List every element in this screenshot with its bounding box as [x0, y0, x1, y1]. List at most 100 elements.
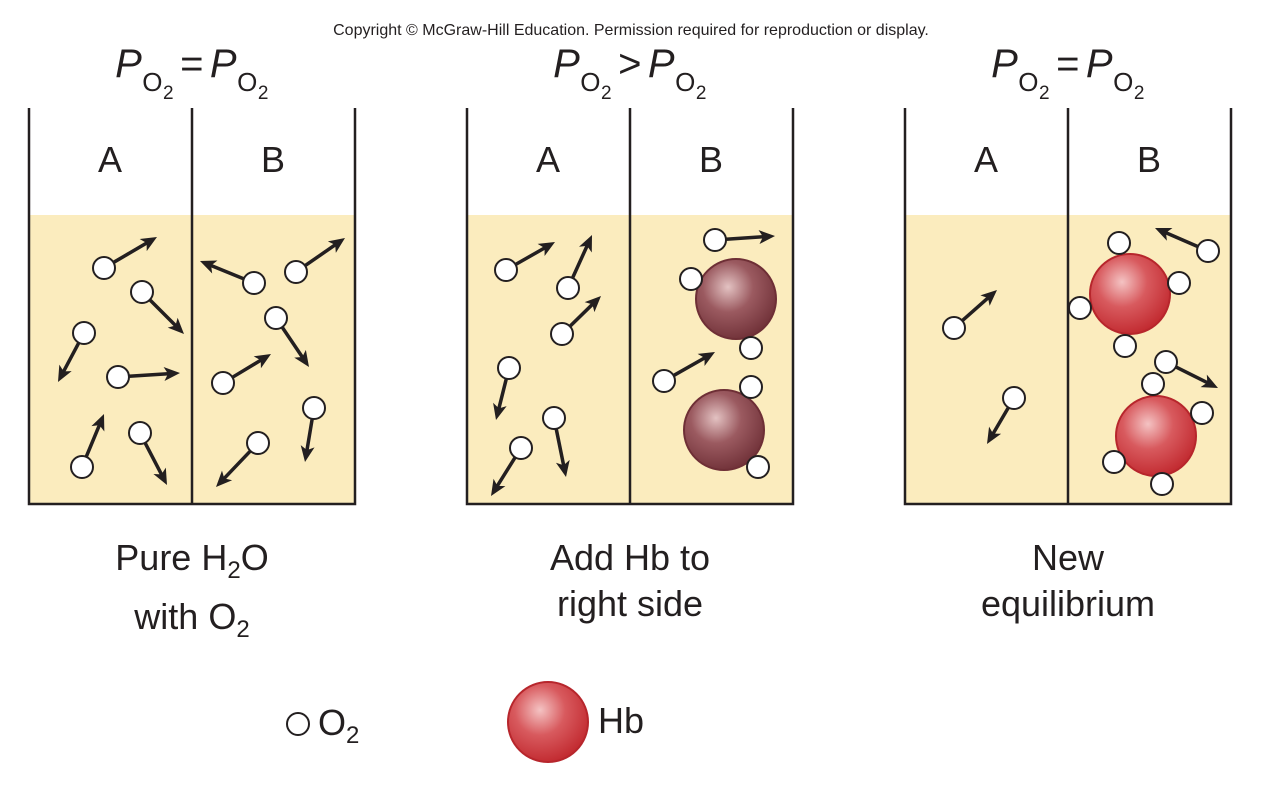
o2-molecule: [92, 237, 157, 280]
arrowhead: [300, 445, 315, 462]
hb-molecule: [1089, 253, 1171, 335]
o2-circle: [106, 365, 130, 389]
o2-circle: [703, 228, 727, 252]
motion-arrow: [112, 238, 153, 264]
motion-arrow: [218, 449, 252, 484]
o2-molecule: [284, 238, 345, 284]
o2-circle: [1190, 401, 1214, 425]
arrowhead: [493, 402, 507, 420]
o2-circle: [542, 406, 566, 430]
motion-arrow: [492, 456, 517, 492]
arrowhead: [153, 467, 167, 485]
arrowhead: [163, 367, 180, 382]
o2-molecule: [987, 386, 1026, 444]
arrowhead: [327, 238, 345, 253]
arrowhead: [167, 317, 184, 334]
bound-o2-molecule: [1141, 372, 1165, 396]
motion-arrow: [280, 326, 308, 364]
motion-arrow: [304, 418, 314, 457]
o2-circle: [72, 321, 96, 345]
bound-o2-molecule: [746, 455, 770, 479]
caption-panel-2: Add Hb to right side: [549, 537, 711, 624]
bound-o2-molecule: [739, 375, 763, 399]
motion-arrow: [231, 355, 267, 379]
arrowhead: [980, 290, 997, 306]
arrowhead: [537, 242, 555, 257]
o2-circle: [1002, 386, 1026, 410]
o2-circle: [1107, 231, 1131, 255]
o2-circle: [130, 280, 154, 304]
copyright-notice: Copyright © McGraw-Hill Education. Permi…: [333, 22, 929, 39]
arrowhead: [555, 459, 570, 477]
legend-hb-label: Hb: [598, 700, 645, 741]
arrowhead: [584, 296, 601, 313]
arrowhead: [1200, 374, 1218, 388]
equation-panel-2: PO2>PO2: [553, 42, 707, 104]
caption-panel-1: Pure H2O with O2: [115, 537, 269, 643]
bound-o2-molecule: [1167, 271, 1191, 295]
motion-arrow: [725, 234, 770, 242]
o2-circle: [242, 271, 266, 295]
equation-panel-1: PO2=PO2: [115, 42, 269, 104]
o2-circle: [1150, 472, 1174, 496]
bound-o2-molecule: [1102, 450, 1126, 474]
o2-circle: [211, 371, 235, 395]
arrowhead: [200, 260, 218, 274]
o2-molecule: [200, 260, 266, 295]
o2-molecule: [1155, 227, 1220, 263]
o2-circle: [679, 267, 703, 291]
motion-arrow: [961, 292, 994, 323]
hb-molecule: [1115, 395, 1197, 477]
o2-molecule: [130, 280, 184, 334]
bound-o2-molecule: [1190, 401, 1214, 425]
o2-circle: [246, 431, 270, 455]
o2-molecule: [300, 396, 326, 462]
o2-molecule: [703, 228, 775, 252]
arrowhead: [579, 235, 592, 253]
o2-molecule: [128, 421, 167, 485]
o2-circle: [746, 455, 770, 479]
motion-arrow: [1159, 228, 1199, 249]
o2-circle: [652, 369, 676, 393]
o2-molecule: [216, 431, 270, 487]
o2-molecule: [1154, 350, 1218, 388]
motion-arrow: [672, 353, 711, 378]
o2-molecule: [942, 290, 997, 340]
arrowhead: [491, 478, 506, 496]
o2-circle: [942, 316, 966, 340]
legend-o2-label: O2: [318, 702, 360, 749]
bound-o2-molecule: [739, 336, 763, 360]
o2-circle: [494, 258, 518, 282]
hb-molecule: [695, 258, 777, 340]
arrowhead: [139, 237, 157, 252]
o2-circle: [1167, 271, 1191, 295]
legend-hb-symbol: [507, 681, 589, 763]
arrowhead: [987, 426, 1002, 444]
o2-circle: [1068, 296, 1092, 320]
bound-o2-molecule: [1150, 472, 1174, 496]
bound-o2-molecule: [1068, 296, 1092, 320]
motion-arrow: [570, 239, 592, 279]
compartment-label-b: B: [261, 139, 285, 180]
o2-molecule: [70, 414, 105, 479]
bound-o2-molecule: [679, 267, 703, 291]
o2-circle: [302, 396, 326, 420]
arrowhead: [58, 364, 72, 382]
arrowhead: [253, 354, 271, 369]
compartment-label-a: A: [536, 139, 560, 180]
o2-circle: [1154, 350, 1178, 374]
arrowhead: [294, 349, 309, 367]
o2-circle: [1141, 372, 1165, 396]
o2-molecule: [58, 321, 96, 382]
motion-arrow: [514, 243, 551, 267]
motion-arrow: [143, 441, 166, 481]
o2-molecule: [542, 406, 570, 477]
arrowhead: [91, 414, 105, 432]
arrowhead: [216, 470, 233, 487]
caption-panel-3: New equilibrium: [980, 537, 1156, 624]
o2-circle: [284, 260, 308, 284]
o2-molecule: [491, 436, 533, 496]
arrowhead: [1155, 227, 1173, 241]
o2-circle: [1196, 239, 1220, 263]
